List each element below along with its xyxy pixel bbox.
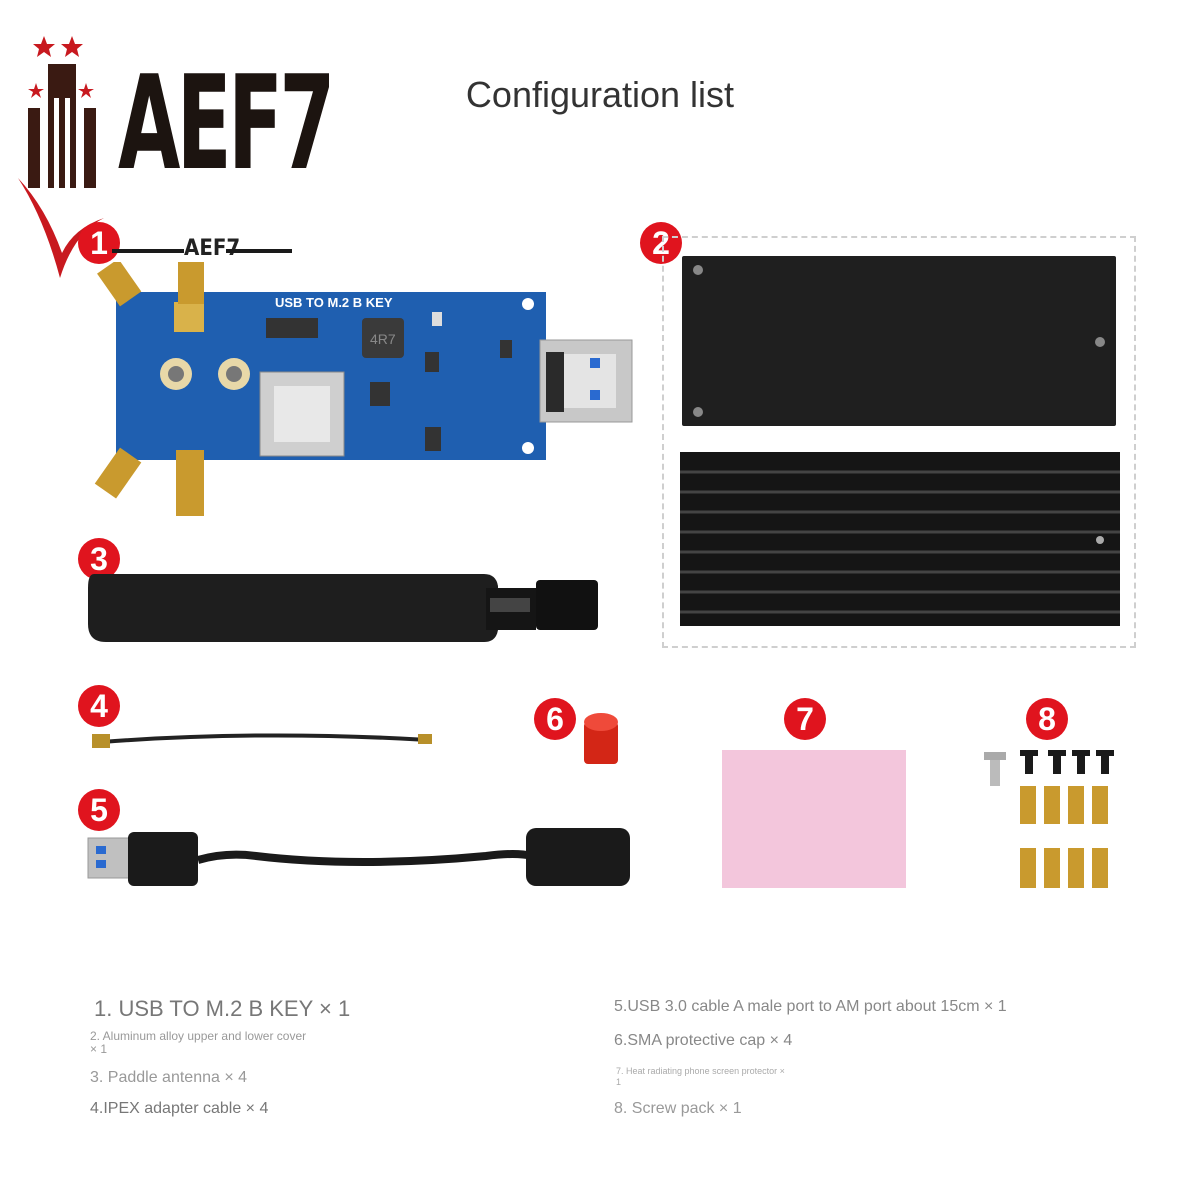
logo-star	[33, 36, 55, 57]
thermal-pad-image	[722, 750, 906, 888]
watermark-text: AEF7	[184, 236, 241, 261]
aluminum-cover-image	[680, 256, 1120, 626]
cover-frame	[662, 236, 1136, 648]
logo-text: AEF7	[118, 47, 335, 199]
list-item-7: 7. Heat radiating phone screen protector…	[616, 1066, 785, 1087]
logo-star	[28, 83, 44, 98]
board-silk-label: USB TO M.2 B KEY	[275, 295, 393, 310]
watermark-line	[112, 249, 184, 253]
board-inductor-label: 4R7	[370, 331, 396, 347]
ipex-cable-image	[92, 733, 432, 748]
badge-8: 8	[1026, 698, 1068, 740]
list-item-8: 8. Screw pack × 1	[614, 1100, 742, 1117]
logo-star	[78, 83, 94, 98]
badge-5: 5	[78, 789, 120, 831]
usb-m2-board-image: USB TO M.2 B KEY 4R7	[94, 262, 633, 516]
badge-1: 1	[78, 222, 120, 264]
screw-pack-image	[984, 750, 1114, 888]
list-item-1: 1. USB TO M.2 B KEY × 1	[94, 996, 351, 1021]
badge-4: 4	[78, 685, 120, 727]
sma-cap-image	[584, 713, 618, 764]
badge-6: 6	[534, 698, 576, 740]
list-item-2: 2. Aluminum alloy upper and lower cover …	[90, 1029, 307, 1056]
page-title: Configuration list	[465, 74, 735, 115]
badge-7: 7	[784, 698, 826, 740]
list-item-4: 4.IPEX adapter cable × 4	[90, 1100, 269, 1117]
badge-3: 3	[78, 538, 120, 580]
list-item-5: 5.USB 3.0 cable A male port to AM port a…	[614, 998, 1007, 1015]
paddle-antenna-image	[88, 574, 598, 642]
list-item-3: 3. Paddle antenna × 4	[90, 1069, 248, 1086]
list-item-6: 6.SMA protective cap × 4	[614, 1032, 793, 1049]
watermark-line	[226, 249, 292, 253]
usb-cable-image	[87, 828, 630, 886]
logo-star	[61, 36, 83, 57]
badge-2: 2	[640, 222, 682, 264]
